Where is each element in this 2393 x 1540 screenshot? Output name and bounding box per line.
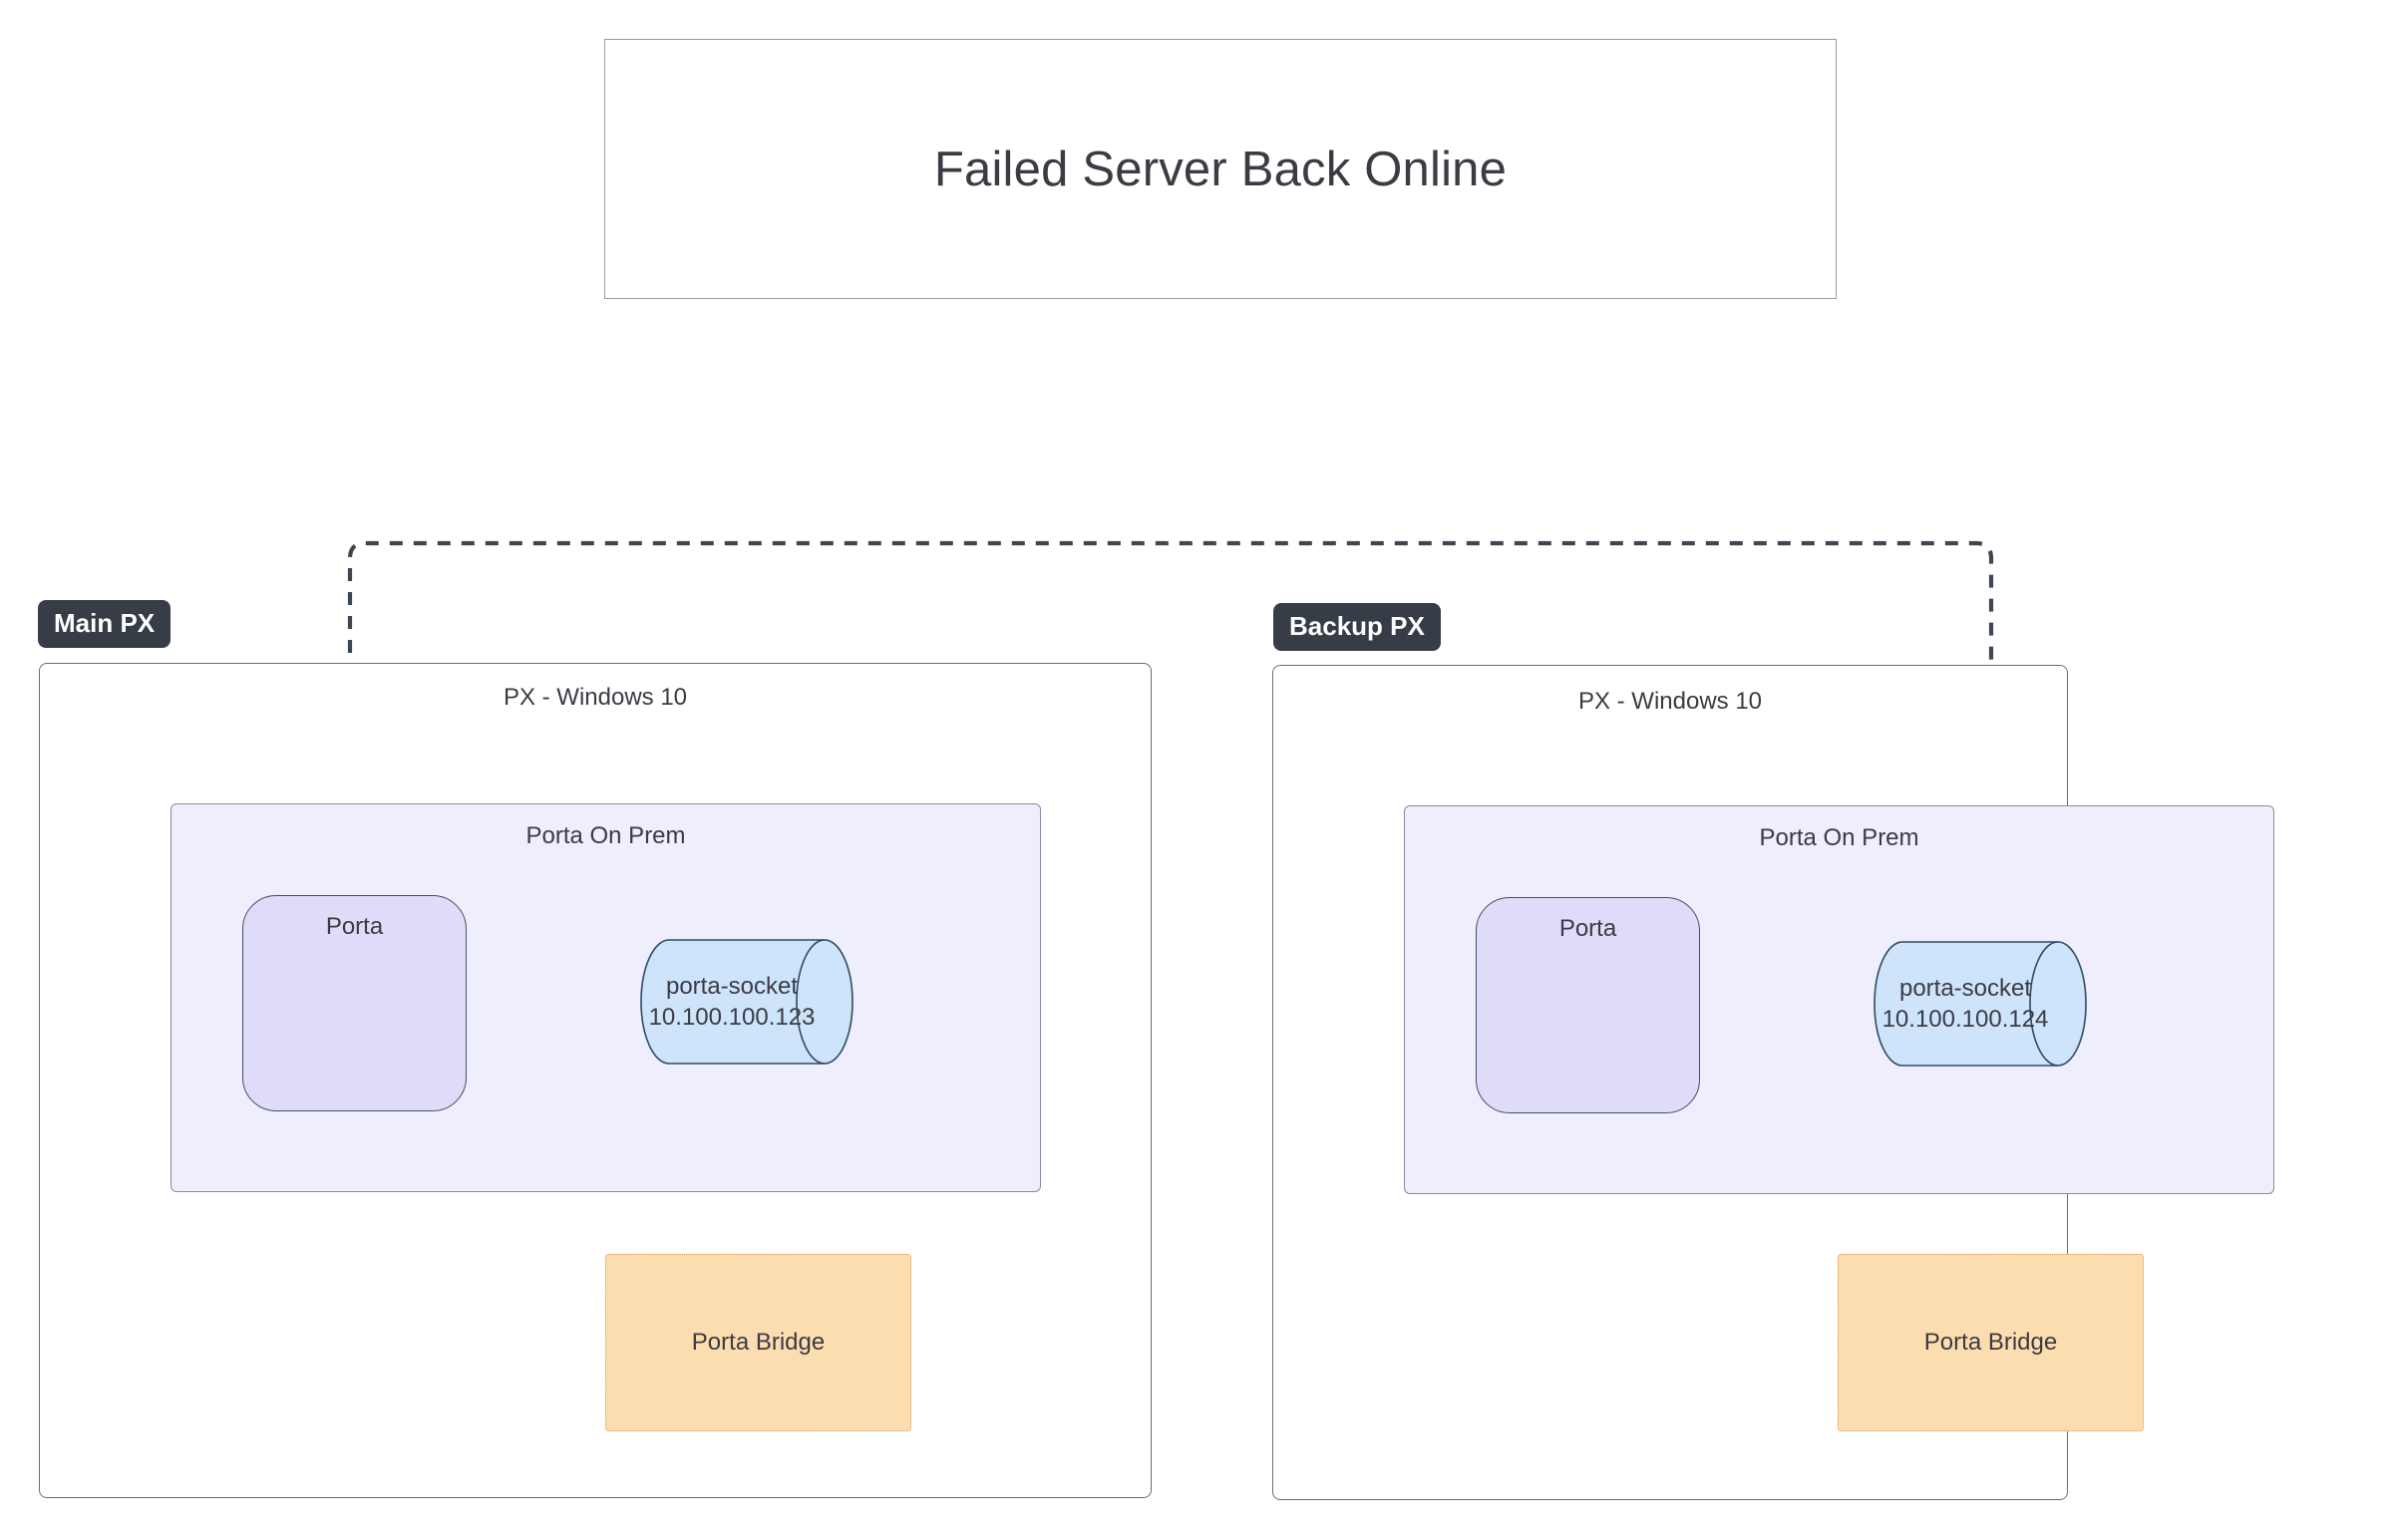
- node-porta-bridge-main[interactable]: Porta Bridge: [605, 1254, 911, 1431]
- host-title-backup: PX - Windows 10: [1577, 688, 1763, 715]
- zone-badge-backup[interactable]: Backup PX: [1273, 603, 1441, 651]
- node-porta-label-main: Porta: [325, 913, 384, 940]
- group-title-main: Porta On Prem: [525, 822, 686, 849]
- node-porta-socket-backup[interactable]: porta-socket 10.100.100.124: [1873, 941, 2112, 1067]
- node-porta-main[interactable]: Porta: [242, 895, 467, 1111]
- node-porta-label-backup: Porta: [1558, 915, 1617, 942]
- zone-badge-main[interactable]: Main PX: [38, 600, 171, 648]
- node-porta-backup[interactable]: Porta: [1476, 897, 1700, 1113]
- node-porta-bridge-label-backup: Porta Bridge: [1923, 1329, 2058, 1356]
- database-cylinder-icon: [640, 939, 854, 1065]
- database-cylinder-icon: [1874, 941, 2087, 1067]
- page-title: Failed Server Back Online: [933, 142, 1508, 196]
- node-porta-bridge-backup[interactable]: Porta Bridge: [1838, 1254, 2144, 1431]
- title-box: Failed Server Back Online: [604, 39, 1837, 299]
- host-title-main: PX - Windows 10: [503, 684, 688, 711]
- node-porta-socket-main[interactable]: porta-socket 10.100.100.123: [639, 939, 878, 1065]
- group-title-backup: Porta On Prem: [1759, 824, 1919, 851]
- node-porta-bridge-label-main: Porta Bridge: [691, 1329, 826, 1356]
